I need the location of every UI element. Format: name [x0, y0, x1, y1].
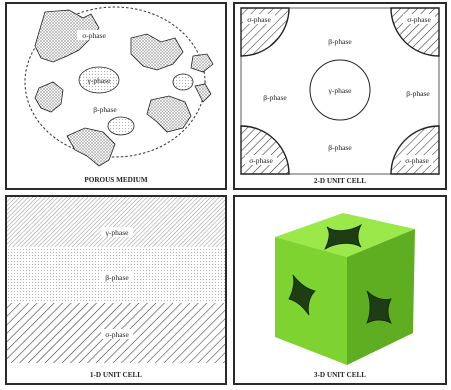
unit-cell-1d-diagram: γ-phase β-phase σ-phase 1-D UNIT CELL: [7, 197, 225, 379]
beta-phase-label: β-phase: [105, 273, 129, 282]
sigma-grain: [146, 95, 192, 133]
porous-medium-panel: σ-phase γ-phase β-phase POROUS MEDIUM: [5, 2, 227, 190]
sigma-label-tr: σ-phase: [407, 15, 431, 24]
sigma-grain: [190, 53, 214, 73]
beta-phase-label: β-phase: [93, 105, 117, 114]
porous-medium-diagram: σ-phase γ-phase β-phase POROUS MEDIUM: [24, 6, 214, 184]
unit-cell-2d-caption: 2-D UNIT CELL: [314, 177, 366, 185]
porous-medium-caption: POROUS MEDIUM: [84, 176, 148, 184]
sigma-label-bl: σ-phase: [249, 156, 273, 165]
sigma-grain: [130, 33, 184, 71]
unit-cell-2d-border: [240, 7, 440, 175]
unit-cell-2d-panel: σ-phase σ-phase σ-phase σ-phase β-phase …: [233, 2, 447, 190]
gamma-pore: [107, 116, 135, 136]
beta-label-right: β-phase: [406, 89, 430, 98]
sigma-inclusion-side: [366, 290, 392, 324]
beta-label-left: β-phase: [263, 93, 287, 102]
sigma-grain: [66, 127, 116, 167]
sigma-grain: [34, 81, 64, 113]
gamma-circle: [309, 59, 371, 121]
gamma-phase-label: γ-phase: [105, 228, 130, 237]
beta-label-bottom: β-phase: [328, 143, 352, 152]
unit-cell-1d-caption: 1-D UNIT CELL: [90, 371, 142, 379]
gamma-phase-label: γ-phase: [87, 76, 112, 85]
sigma-grain: [194, 83, 212, 103]
cube-side-face: [347, 229, 415, 365]
sigma-label-br: σ-phase: [405, 156, 429, 165]
sigma-inclusion-top: [324, 223, 362, 251]
unit-cell-3d-panel: 3-D UNIT CELL: [233, 195, 447, 385]
beta-label-top: β-phase: [328, 37, 352, 46]
sigma-phase-label: σ-phase: [105, 330, 129, 339]
cube-front-face: [275, 237, 347, 365]
gamma-layer: [7, 197, 225, 247]
gamma-pore: [172, 73, 194, 91]
unit-cell-3d-diagram: 3-D UNIT CELL: [275, 213, 415, 379]
unit-cell-1d-panel: γ-phase β-phase σ-phase 1-D UNIT CELL: [5, 195, 227, 385]
sigma-corner-br: [390, 125, 440, 175]
porous-boundary: [24, 6, 206, 158]
gamma-pore: [78, 66, 120, 94]
unit-cell-2d-diagram: σ-phase σ-phase σ-phase σ-phase β-phase …: [240, 7, 440, 185]
gamma-label: γ-phase: [328, 86, 353, 95]
sigma-inclusion-front: [288, 274, 316, 316]
sigma-label-tl: σ-phase: [247, 15, 271, 24]
sigma-phase-label: σ-phase: [82, 31, 106, 40]
sigma-grain: [34, 9, 100, 63]
sigma-corner-bl: [240, 125, 290, 175]
unit-cell-3d-caption: 3-D UNIT CELL: [314, 371, 366, 379]
